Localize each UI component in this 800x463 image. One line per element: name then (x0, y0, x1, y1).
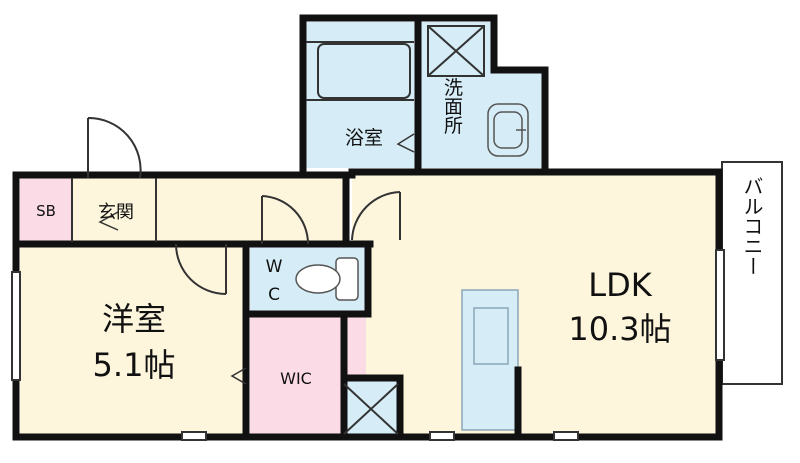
washroom-alcove-floor (486, 68, 542, 168)
bedroom-floor (20, 244, 246, 434)
thin-partitions (71, 25, 485, 435)
ldk-name: LDK (588, 266, 652, 304)
ldk-floor (352, 173, 719, 434)
toilet-fixture-icon (295, 257, 359, 301)
entrance-label: 玄関 (98, 202, 134, 223)
ldk-size: 10.3帖 (568, 310, 671, 348)
bath-label: 浴室 (345, 127, 383, 149)
toilet-label-line2: C (268, 285, 280, 305)
bedroom-size: 5.1帖 (93, 346, 176, 384)
doors (87, 116, 401, 295)
hall-floor (156, 178, 346, 244)
closet-label: WIC (280, 369, 312, 388)
bedroom-name: 洋室 (102, 300, 166, 338)
washroom-label: 洗面所 (441, 77, 463, 134)
kitchen-counter (461, 289, 519, 431)
washbasin-icon (487, 103, 529, 157)
kitchen-sink (473, 307, 509, 365)
balcony-label: バルコニー (740, 176, 764, 276)
entrance-floor (72, 178, 156, 244)
shoebox-floor (20, 178, 72, 244)
washroom-floor (420, 22, 492, 168)
sliding-arrows (98, 133, 415, 385)
shoebox-label: SB (36, 202, 56, 220)
walls (12, 14, 723, 441)
toilet-label-line1: W (266, 257, 283, 277)
windows (11, 249, 725, 441)
balcony-floor (721, 161, 783, 385)
